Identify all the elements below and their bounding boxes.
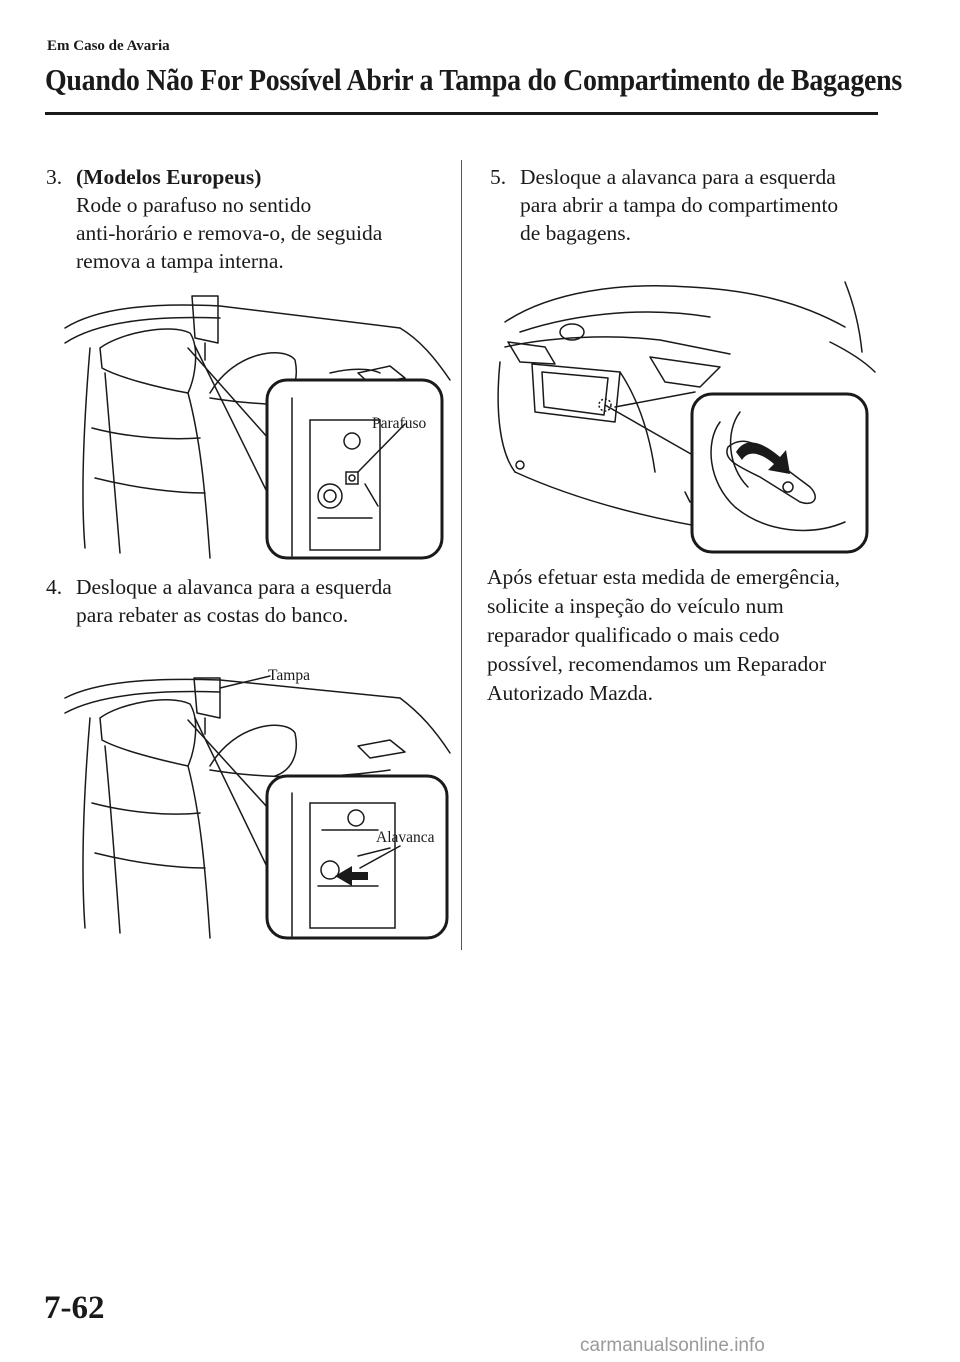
lever-location-marker — [598, 398, 612, 412]
step-line: de bagagens. — [520, 221, 632, 245]
detail-inset — [690, 392, 869, 554]
trunk-lever-arrow-icon — [736, 442, 790, 474]
step-line: anti-horário e remova-o, de seguida — [76, 221, 383, 245]
section-label: Em Caso de Avaria — [47, 38, 170, 54]
figure-seat-lever: Tampa Alavanca — [64, 667, 451, 940]
watermark: carmanualsonline.info — [580, 1335, 765, 1356]
note-line: Após efetuar esta medida de emergência, — [487, 565, 840, 589]
column-divider — [461, 160, 462, 950]
callout-alavanca: Alavanca — [376, 829, 435, 846]
detail-inset — [265, 378, 444, 560]
note-paragraph: Após efetuar esta medida de emergência, … — [487, 563, 840, 708]
lever-arrow-icon — [335, 866, 368, 886]
step-number: 5. — [490, 165, 507, 189]
step-heading: (Modelos Europeus) — [76, 165, 262, 189]
step-line: Rode o parafuso no sentido — [76, 193, 312, 217]
step-number: 4. — [46, 575, 63, 599]
title-rule — [45, 112, 878, 115]
figure-trunk-lever — [497, 281, 876, 554]
callout-parafuso: Parafuso — [372, 415, 426, 432]
step-line: Desloque a alavanca para a esquerda — [76, 575, 392, 599]
note-line: reparador qualificado o mais cedo — [487, 623, 780, 647]
callout-tampa: Tampa — [268, 667, 310, 684]
page-number: 7-62 — [44, 1290, 105, 1326]
note-line: Autorizado Mazda. — [487, 681, 653, 705]
figure-seat-screw: Parafuso — [64, 295, 451, 560]
detail-inset — [265, 774, 449, 940]
step-line: Desloque a alavanca para a esquerda — [520, 165, 836, 189]
note-line: possível, recomendamos um Reparador — [487, 652, 827, 676]
step-number: 3. — [46, 165, 63, 189]
step-line: remova a tampa interna. — [76, 249, 284, 273]
step-line: para abrir a tampa do compartimento — [520, 193, 839, 217]
step-line: para rebater as costas do banco. — [76, 603, 349, 627]
page-title: Quando Não For Possível Abrir a Tampa do… — [45, 62, 902, 97]
note-line: solicite a inspeção do veículo num — [487, 594, 784, 618]
